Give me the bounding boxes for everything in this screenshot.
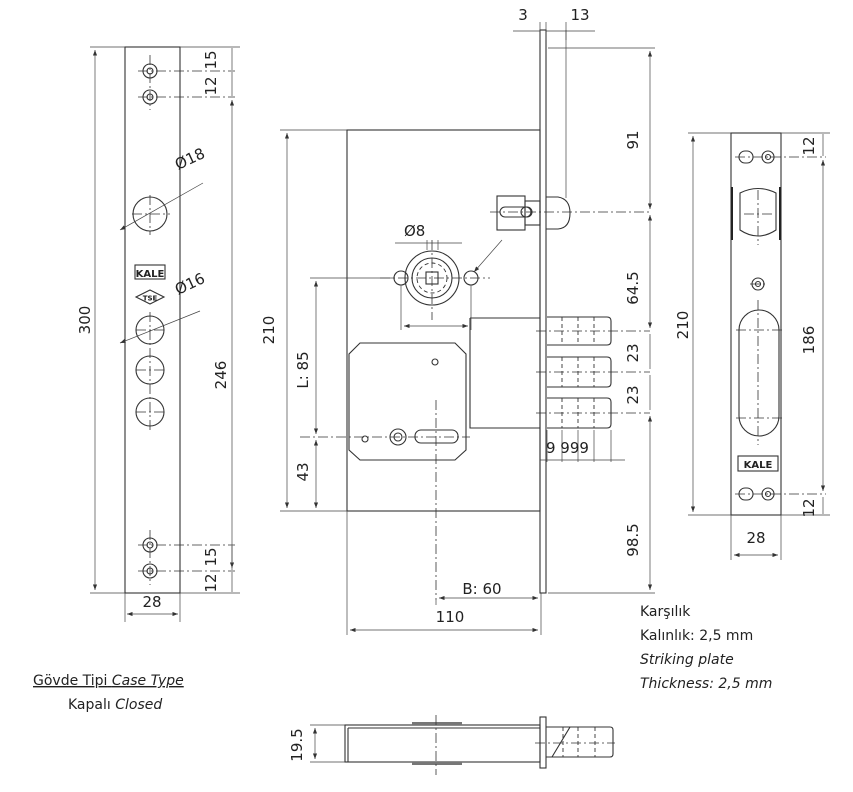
strike-thickness-tr: Kalınlık: 2,5 mm (640, 628, 753, 644)
case-type-label-en: Case Type (112, 673, 184, 689)
dead-bolts (536, 316, 650, 429)
kale-logo: KALE (737, 455, 779, 472)
latch (490, 195, 650, 231)
case-type-note: Gövde Tipi Case Type Kapalı Closed (33, 673, 184, 713)
gap-label: 12 (202, 76, 220, 95)
gap-label: 12 (800, 136, 818, 155)
bolt-housing (469, 318, 540, 429)
kale-logo: KALE (134, 264, 166, 280)
depth-110-label: 110 (436, 608, 465, 626)
backset-label: B: 60 (462, 580, 501, 598)
svg-text:KALE: KALE (744, 460, 773, 471)
strike-width-label: 28 (746, 529, 765, 547)
lock-case (346, 129, 541, 512)
dia-16-label: Ø16 (172, 269, 208, 298)
cylinder-plate (300, 342, 470, 600)
gap-label: 12 (202, 573, 220, 592)
span-246-label: 246 (212, 361, 230, 390)
bolt-marks-label: 9 999 (546, 439, 589, 457)
case-height-label: 210 (260, 316, 278, 345)
dim-43-label: 43 (294, 462, 312, 481)
height-300-label: 300 (76, 306, 94, 335)
case-type-value-tr: Kapalı (68, 697, 111, 713)
case-type-value-en: Closed (115, 697, 162, 713)
gap-label: 12 (800, 498, 818, 517)
svg-text:TSE: TSE (143, 295, 158, 303)
tse-logo: TSE (134, 289, 166, 305)
l85-label: L: 85 (294, 351, 312, 388)
gap-label: 15 (202, 50, 220, 69)
dim-23-label: 23 (624, 343, 642, 362)
dim-91-label: 91 (624, 130, 642, 149)
case-type-label-tr: Gövde Tipi (33, 673, 107, 689)
strike-thickness-en: Thickness: 2,5 mm (640, 676, 772, 692)
dia-18-label: Ø18 (172, 144, 208, 173)
svg-text:Gövde Tipi Case Type: Gövde Tipi Case Type (33, 673, 184, 689)
width-28-label: 28 (142, 593, 161, 611)
svg-text:Kapalı Closed: Kapalı Closed (68, 697, 162, 713)
svg-text:KALE: KALE (136, 269, 165, 280)
dim-3-label: 3 (518, 6, 528, 24)
dia-8-label: Ø8 (404, 222, 425, 240)
left-faceplate: KALE TSE Ø18 Ø16 300 246 15 12 15 12 28 (76, 46, 240, 622)
strike-plate: KALE 210 186 12 12 28 (674, 132, 830, 560)
spindle-follower: Ø8 (380, 222, 503, 320)
dim-13-label: 13 (570, 6, 589, 24)
lock-body-front: Ø8 210 L: 85 43 3 13 91 64.5 23 23 98.5 … (260, 6, 655, 635)
dim-23-label: 23 (624, 385, 642, 404)
faceplate (539, 29, 547, 594)
thickness-19-5-label: 19.5 (288, 728, 306, 761)
strike-title-tr: Karşılık (640, 604, 691, 620)
dim-64-5-label: 64.5 (624, 271, 642, 304)
lock-body-side: 19.5 (288, 715, 615, 775)
dim-98-5-label: 98.5 (624, 523, 642, 556)
bolt-opening (738, 309, 780, 437)
strike-height-label: 210 (674, 311, 692, 340)
strike-span-label: 186 (800, 326, 818, 355)
strike-plate-note: Karşılık Kalınlık: 2,5 mm Striking plate… (640, 604, 772, 692)
gap-label: 15 (202, 547, 220, 566)
latch-opening (739, 187, 777, 237)
strike-title-en: Striking plate (640, 652, 734, 668)
